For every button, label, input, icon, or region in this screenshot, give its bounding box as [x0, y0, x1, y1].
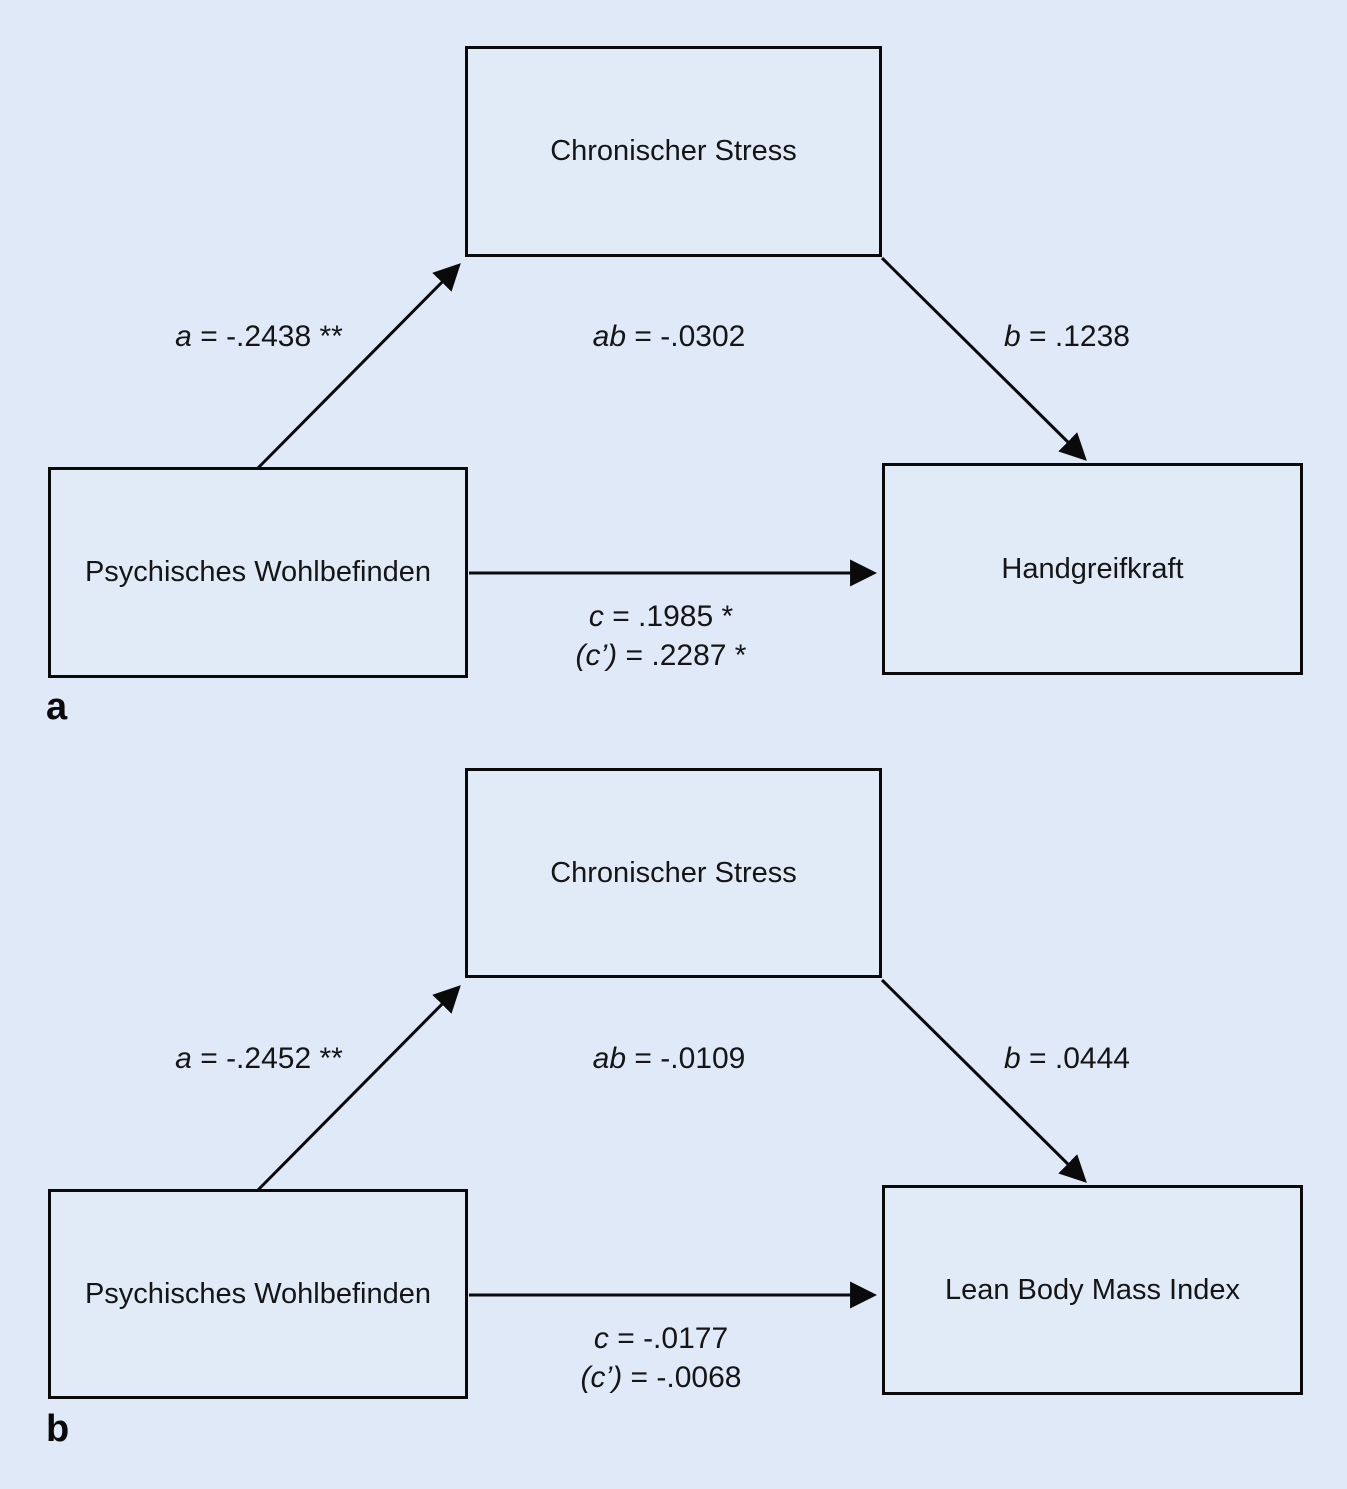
- predictor-label-panel-a: Psychisches Wohlbefinden: [84, 556, 432, 588]
- panel-marker-b: b: [46, 1408, 70, 1450]
- mediator-box-panel-b: Chronischer Stress: [465, 768, 882, 978]
- predictor-label-panel-b: Psychisches Wohlbefinden: [84, 1277, 432, 1310]
- outcome-label-panel-b: Lean Body Mass Index: [944, 1273, 1240, 1306]
- path-a-label-panel-b: a = -.2452 **: [175, 1042, 343, 1075]
- path-a-label-panel-a: a = -.2438 **: [175, 320, 343, 353]
- path-ab-label-panel-a: ab = -.0302: [592, 320, 746, 353]
- path-b-label-panel-a: b = .1238: [1004, 320, 1130, 353]
- arrow-a-path-panel-b: [256, 985, 461, 1192]
- path-c-prime-label-panel-a: (c’) = .2287 *: [575, 639, 747, 672]
- path-ab-label-panel-b: ab = -.0109: [592, 1042, 746, 1075]
- path-c-prime-label-panel-b: (c’) = -.0068: [580, 1361, 742, 1394]
- path-b-label-panel-b: b = .0444: [1004, 1042, 1130, 1075]
- panel-marker-a: a: [46, 686, 68, 728]
- outcome-box-panel-b: Lean Body Mass Index: [882, 1185, 1303, 1395]
- predictor-box-panel-a: Psychisches Wohlbefinden: [48, 467, 468, 678]
- mediator-label-panel-a: Chronischer Stress: [550, 135, 797, 167]
- mediator-box-panel-a: Chronischer Stress: [465, 46, 882, 257]
- mediator-label-panel-b: Chronischer Stress: [550, 856, 797, 889]
- outcome-label-panel-a: Handgreifkraft: [1001, 552, 1184, 585]
- arrow-a-path-panel-a: [256, 263, 461, 470]
- path-c-label-panel-a: c = .1985 *: [588, 600, 734, 633]
- path-c-label-panel-b: c = -.0177: [593, 1322, 729, 1355]
- arrow-b-path-panel-a: [880, 256, 1087, 461]
- predictor-box-panel-b: Psychisches Wohlbefinden: [48, 1189, 468, 1399]
- outcome-box-panel-a: Handgreifkraft: [882, 463, 1303, 675]
- arrow-b-path-panel-b: [880, 978, 1087, 1183]
